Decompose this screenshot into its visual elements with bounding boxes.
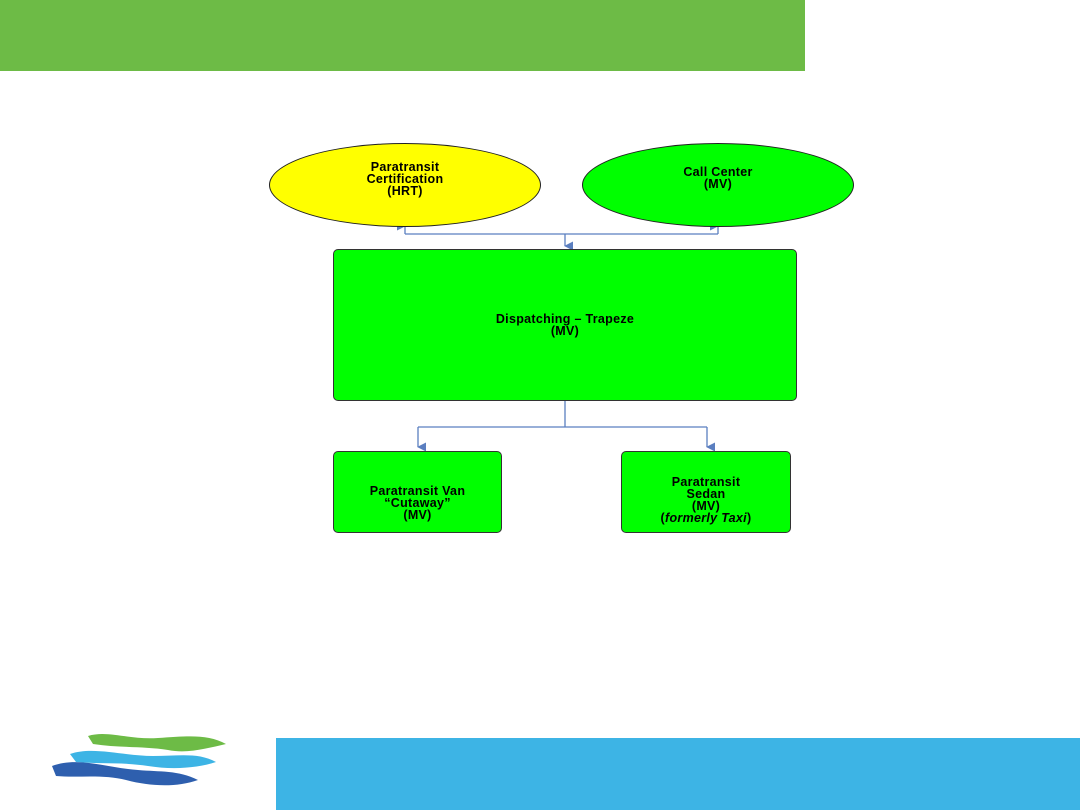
call-center-label: Call Center (MV) — [683, 165, 753, 191]
node-paratransit-van: Paratransit Van “Cutaway” (MV) — [333, 451, 502, 533]
node-call-center: Call Center (MV) — [582, 143, 854, 227]
sedan-label-paren-close: ) — [746, 510, 752, 525]
node-dispatching: Dispatching – Trapeze (MV) — [333, 249, 797, 401]
sedan-label-line3: (MV) — [691, 498, 721, 513]
header-bar — [0, 0, 805, 71]
sedan-label-paren-open: ( — [660, 510, 666, 525]
sedan-label-line4: (formerly Taxi) — [660, 510, 752, 525]
van-label-line3: (MV) — [403, 508, 432, 522]
dispatching-label: Dispatching – Trapeze (MV) — [495, 312, 635, 338]
wave-logo-icon — [52, 734, 226, 786]
sedan-label-formerly-taxi: formerly Taxi — [665, 510, 747, 525]
van-label-line1: Paratransit Van — [369, 484, 466, 498]
certification-label: Paratransit Certification (HRT) — [366, 160, 444, 198]
sedan-label-line1: Paratransit — [671, 474, 741, 489]
node-paratransit-certification: Paratransit Certification (HRT) — [269, 143, 541, 227]
node-paratransit-sedan: Paratransit Sedan (MV) (formerly Taxi) — [621, 451, 791, 533]
van-label-line2: “Cutaway” — [384, 496, 451, 510]
footer-bar — [276, 738, 1080, 810]
sedan-label-line2: Sedan — [686, 486, 726, 501]
